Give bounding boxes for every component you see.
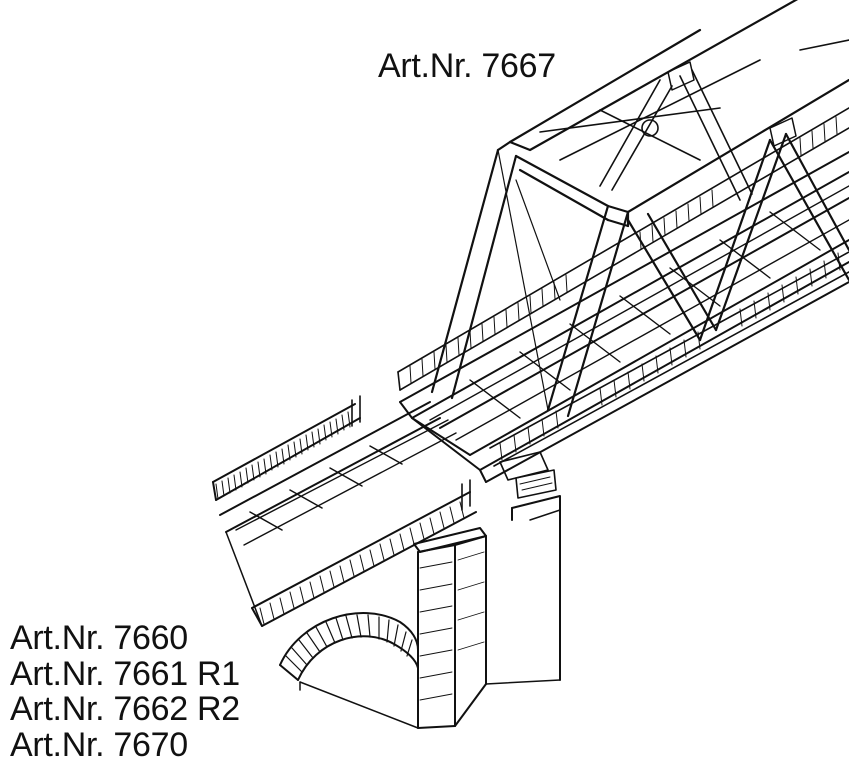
part-number-list: Art.Nr. 7660 Art.Nr. 7661 R1 Art.Nr. 766… [10,619,240,764]
part-number-7662: Art.Nr. 7662 R2 [10,690,240,728]
stone-arch [279,612,419,729]
pier-brick-texture [419,551,485,701]
truss-left-railing-hatch [409,116,838,384]
left-upper-railing-hatch [215,411,351,500]
truss-bearings [499,451,557,499]
left-lower-railing-hatch [259,501,465,625]
truss-bridge-part-number: Art.Nr. 7667 [378,47,556,85]
truss-right-railing [489,251,849,467]
arch-voussoirs [285,614,413,673]
part-number-7670: Art.Nr. 7670 [10,725,188,764]
truss-right-railing-hatch [499,252,841,461]
truss-left-railing [397,107,849,391]
joint-posts [351,395,471,511]
stone-pier [413,495,561,729]
truss-structure [430,0,849,418]
left-deck [212,401,477,627]
truss-deck [399,151,849,483]
part-number-7661: Art.Nr. 7661 R1 [10,654,240,693]
part-number-7660: Art.Nr. 7660 [10,619,188,657]
